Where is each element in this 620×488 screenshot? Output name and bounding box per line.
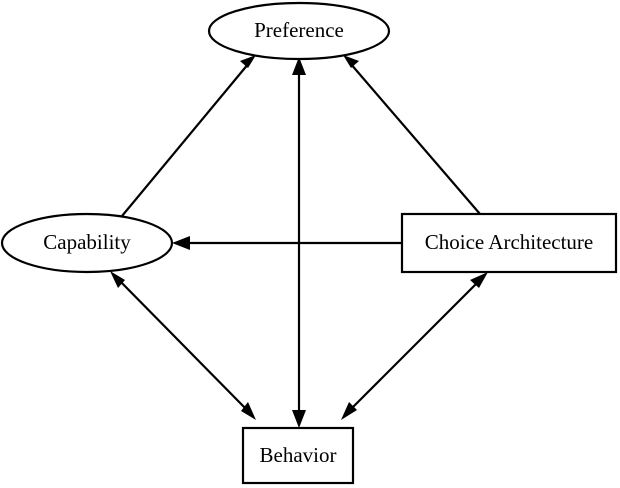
arrowhead-at-behavior [292,410,306,428]
arrowhead-at-behavior [341,402,357,420]
edge-line [116,277,250,413]
arrowhead-at-capability [110,271,125,288]
edge-behavior-to-choice-architecture [341,272,488,420]
capability-label: Capability [43,230,131,254]
choice-architecture-label: Choice Architecture [425,230,594,254]
edge-capability-to-preference [121,55,256,217]
capability-ellipse[interactable] [0,212,174,274]
preference-ellipse[interactable] [207,1,391,61]
preference-label: Preference [254,18,344,42]
arrowhead-at-behavior [241,402,256,420]
edge-line [349,62,481,215]
node-preference[interactable]: Preference [207,1,391,61]
behavior-label: Behavior [260,443,337,467]
arrowhead-at-choice-architecture [470,272,488,288]
arrowhead-at-preference [240,55,256,68]
edge-line [121,62,250,217]
node-behavior[interactable]: Behavior [241,426,355,485]
edge-choice-architecture-to-capability [172,236,402,250]
node-choice-architecture[interactable]: Choice Architecture [400,212,618,274]
arrowhead-at-preference [292,57,306,75]
arrowhead-at-capability [172,236,190,250]
edge-line [347,278,482,413]
behavior-rect[interactable] [241,426,355,485]
edge-capability-to-behavior [110,271,256,420]
edge-choice-architecture-to-preference [343,55,481,215]
node-capability[interactable]: Capability [0,212,174,274]
choice-architecture-rect[interactable] [400,212,618,274]
arrowhead-at-preference [343,55,359,68]
